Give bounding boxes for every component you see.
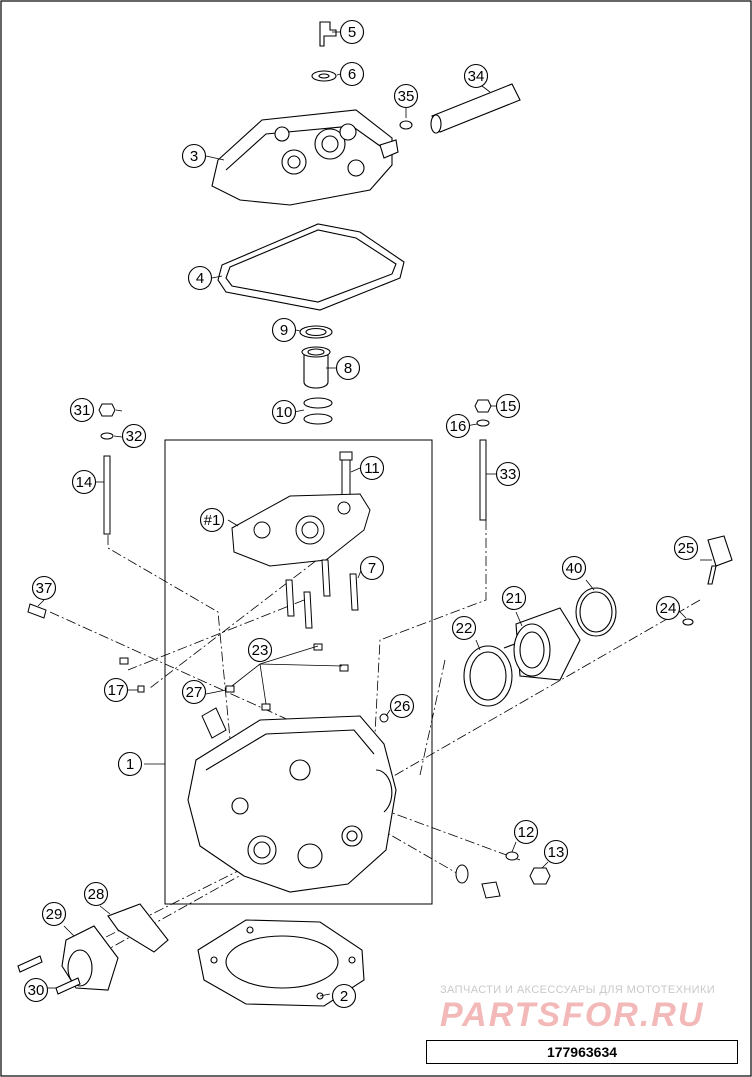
callout-number: 32	[126, 428, 143, 445]
callout-number: 35	[398, 88, 415, 105]
watermark-logo: PARTSFOR.RU	[440, 996, 705, 1034]
callout-circle	[69, 397, 95, 423]
callout-number: 17	[108, 682, 125, 699]
callout-circle	[673, 535, 699, 561]
callout-number: 27	[186, 684, 203, 701]
callout-number: 13	[548, 844, 565, 861]
callout-number: 14	[76, 474, 93, 491]
callout-circle	[359, 555, 385, 581]
callout-circle	[389, 693, 415, 719]
callout-circle	[247, 637, 273, 663]
leader-lines	[49, 520, 701, 966]
callout-number: 8	[344, 360, 352, 377]
callout-number: 10	[276, 404, 293, 421]
callout-number: 37	[36, 580, 53, 597]
callout-circle	[23, 977, 49, 1003]
callout-circle	[335, 355, 361, 381]
callout-number: 1	[126, 756, 134, 773]
callout-circle	[339, 19, 365, 45]
callout-number: 26	[394, 698, 411, 715]
studs-and-nuts	[98, 399, 492, 535]
callout-circle	[463, 63, 489, 89]
callout-number: #1	[204, 512, 221, 529]
camshaft-carrier	[231, 451, 371, 629]
valve-cover-gasket	[217, 223, 405, 311]
callout-circle	[121, 423, 147, 449]
callout-number: 15	[500, 398, 517, 415]
callout-circle	[359, 455, 385, 481]
callout-circle	[655, 595, 681, 621]
intake-components	[463, 535, 733, 707]
callout-number: 6	[348, 66, 356, 83]
callout-number: 30	[28, 982, 45, 999]
document-number: 177963634	[426, 1040, 738, 1064]
callout-circle	[495, 461, 521, 487]
callout-number: 5	[348, 24, 356, 41]
callout-number: 28	[88, 886, 105, 903]
callout-circle	[495, 393, 521, 419]
valve-cover-assembly	[211, 21, 521, 206]
callout-circle	[393, 83, 419, 109]
callout-number: 33	[500, 466, 517, 483]
callout-circle	[339, 61, 365, 87]
callout-number: 40	[566, 560, 583, 577]
callout-circle	[445, 413, 471, 439]
callout-circle	[41, 901, 67, 927]
callout-circle	[271, 317, 297, 343]
callout-number: 7	[368, 560, 376, 577]
callout-number: 23	[252, 642, 269, 659]
callout-number: 29	[46, 906, 63, 923]
callout-circle	[187, 265, 213, 291]
cylinder-head	[187, 715, 397, 893]
callout-number: 11	[364, 460, 380, 477]
watermark-caption: ЗАПЧАСТИ И АКСЕССУАРЫ ДЛЯ МОТОТЕХНИКИ	[440, 984, 716, 996]
cylinder-head-group-frame	[164, 439, 433, 905]
callout-circle	[513, 819, 539, 845]
callout-circle	[103, 677, 129, 703]
callout-leaders	[37, 31, 712, 997]
callout-circle	[117, 751, 143, 777]
callout-circle	[31, 575, 57, 601]
callout-circle	[181, 679, 207, 705]
callout-circle	[181, 143, 207, 169]
callout-number: 22	[456, 620, 473, 637]
exhaust-flange	[17, 903, 169, 995]
callout-circle	[501, 585, 527, 611]
callout-circle	[451, 615, 477, 641]
callout-number: 2	[340, 988, 348, 1005]
head-gasket	[197, 919, 365, 1007]
bolt-5	[319, 21, 337, 47]
callout-circle	[271, 399, 297, 425]
callout-circle	[71, 469, 97, 495]
callout-circle	[331, 983, 357, 1009]
callout-number: 31	[74, 402, 91, 419]
callout-number: 9	[280, 322, 288, 339]
small-fittings	[27, 603, 389, 739]
callout-number: 3	[190, 148, 198, 165]
seals-stack	[299, 325, 333, 425]
callout-circle	[83, 881, 109, 907]
callout-number: 34	[468, 68, 485, 85]
callout-number: 4	[196, 270, 204, 287]
callout-number: 21	[506, 590, 523, 607]
callout-number: 16	[450, 418, 467, 435]
callout-circle	[199, 507, 225, 533]
callout-number: 24	[660, 600, 677, 617]
callout-number: 12	[518, 824, 535, 841]
plugs-and-washers	[455, 851, 551, 899]
callout-circle	[561, 555, 587, 581]
callout-circle	[543, 839, 569, 865]
callout-number: 25	[678, 540, 695, 557]
